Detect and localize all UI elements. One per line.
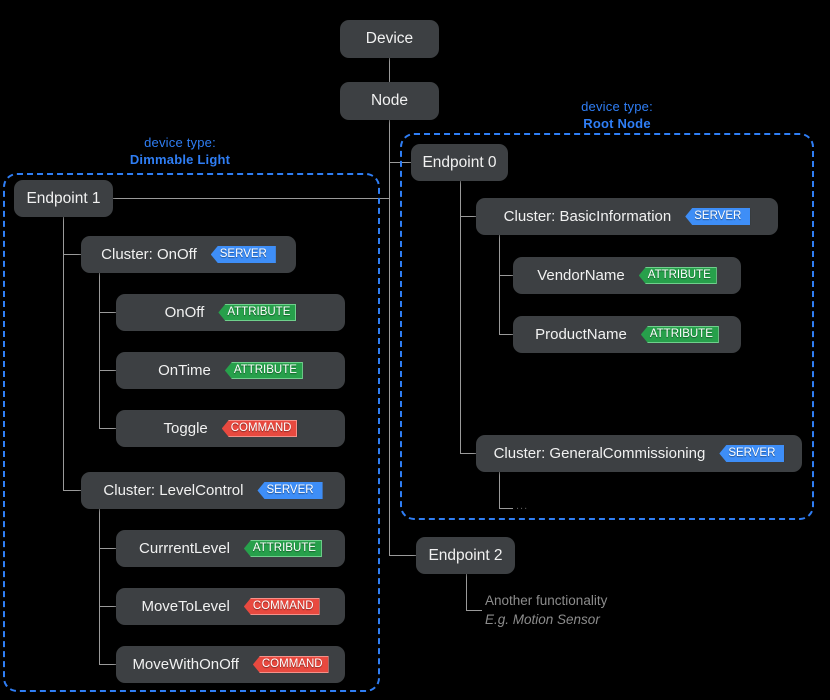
connector-ep1-onoff xyxy=(63,254,81,255)
group-label-line1: device type: xyxy=(581,99,653,114)
connector-ep2-note xyxy=(466,610,482,611)
badge-server: SERVER xyxy=(210,246,276,263)
node-cluster-generalcommissioning[interactable]: Cluster: GeneralCommissioning SERVER xyxy=(476,435,802,472)
connector-basicinfo-a2 xyxy=(499,334,513,335)
node-movewithonoff-command[interactable]: MoveWithOnOff COMMAND xyxy=(116,646,345,683)
connector-ep0-spine xyxy=(460,181,461,454)
connector-onoff-spine xyxy=(99,272,100,428)
badge-command: COMMAND xyxy=(243,598,320,615)
leaf-label: Toggle xyxy=(163,420,208,437)
group-label-dimmable-light: device type: Dimmable Light xyxy=(100,134,260,168)
node-productname-attribute[interactable]: ProductName ATTRIBUTE xyxy=(513,316,741,353)
badge-attribute: ATTRIBUTE xyxy=(243,540,322,557)
badge-attribute: ATTRIBUTE xyxy=(224,362,303,379)
node-toggle-command[interactable]: Toggle COMMAND xyxy=(116,410,345,447)
connector-onoff-a1 xyxy=(99,312,116,313)
cluster-onoff-label: Cluster: OnOff xyxy=(101,246,197,263)
leaf-label: MoveWithOnOff xyxy=(132,656,239,673)
badge-server: SERVER xyxy=(685,208,751,225)
connector-level-c2 xyxy=(99,664,116,665)
group-root-node xyxy=(400,133,814,520)
node-node[interactable]: Node xyxy=(340,82,439,120)
connector-gencomm-more xyxy=(499,508,513,509)
connector-device-node xyxy=(389,58,390,82)
leaf-label: OnOff xyxy=(164,304,205,321)
connector-basicinfo-a1 xyxy=(499,275,513,276)
cluster-basicinformation-label: Cluster: BasicInformation xyxy=(503,208,672,225)
connector-ep0-gencomm xyxy=(460,453,476,454)
connector-level-spine xyxy=(99,508,100,664)
badge-attribute: ATTRIBUTE xyxy=(218,304,297,321)
group-label-root-node: device type: Root Node xyxy=(537,98,697,132)
connector-onoff-c1 xyxy=(99,428,116,429)
badge-attribute: ATTRIBUTE xyxy=(638,267,717,284)
leaf-label: ProductName xyxy=(535,326,627,343)
group-label-line2: Root Node xyxy=(583,116,651,131)
group-label-line2: Dimmable Light xyxy=(129,152,231,167)
node-cluster-basicinformation[interactable]: Cluster: BasicInformation SERVER xyxy=(476,198,778,235)
node-endpoint-1[interactable]: Endpoint 1 xyxy=(14,180,113,217)
node-endpoint-2[interactable]: Endpoint 2 xyxy=(416,537,515,574)
badge-command: COMMAND xyxy=(252,656,329,673)
connector-level-c1 xyxy=(99,606,116,607)
group-dimmable-light xyxy=(3,173,380,692)
node-node-label: Node xyxy=(370,92,409,109)
leaf-label: CurrrentLevel xyxy=(139,540,230,557)
badge-server: SERVER xyxy=(257,482,323,499)
node-vendorname-attribute[interactable]: VendorName ATTRIBUTE xyxy=(513,257,741,294)
badge-server: SERVER xyxy=(719,445,785,462)
connector-ep1-levelctrl xyxy=(63,490,81,491)
node-device[interactable]: Device xyxy=(340,20,439,58)
connector-ep1-spine xyxy=(63,216,64,491)
connector-gencomm-spine xyxy=(499,471,500,508)
badge-command: COMMAND xyxy=(221,420,298,437)
endpoint-1-label: Endpoint 1 xyxy=(26,189,101,207)
connector-trunk-ep2 xyxy=(389,555,416,556)
node-currentlevel-attribute[interactable]: CurrrentLevel ATTRIBUTE xyxy=(116,530,345,567)
cluster-levelcontrol-label: Cluster: LevelControl xyxy=(103,482,244,499)
endpoint-2-annotation-line1: Another functionality xyxy=(485,593,608,608)
generalcommissioning-more-ellipsis: ... xyxy=(516,500,529,512)
connector-level-a1 xyxy=(99,548,116,549)
node-cluster-onoff[interactable]: Cluster: OnOff SERVER xyxy=(81,236,296,273)
connector-basicinfo-spine xyxy=(499,234,500,334)
connector-onoff-a2 xyxy=(99,370,116,371)
connector-ep2-spine xyxy=(466,573,467,610)
leaf-label: OnTime xyxy=(158,362,211,379)
endpoint-2-annotation: Another functionality E.g. Motion Sensor xyxy=(485,591,607,629)
connector-trunk-ep1 xyxy=(113,198,390,199)
leaf-label: MoveToLevel xyxy=(141,598,230,615)
connector-ep0-basicinfo xyxy=(460,216,476,217)
node-endpoint-0[interactable]: Endpoint 0 xyxy=(411,144,508,181)
node-device-label: Device xyxy=(365,30,414,47)
leaf-label: VendorName xyxy=(537,267,625,284)
connector-node-trunk xyxy=(389,120,390,556)
node-onoff-attribute[interactable]: OnOff ATTRIBUTE xyxy=(116,294,345,331)
node-movetolevel-command[interactable]: MoveToLevel COMMAND xyxy=(116,588,345,625)
node-ontime-attribute[interactable]: OnTime ATTRIBUTE xyxy=(116,352,345,389)
endpoint-0-label: Endpoint 0 xyxy=(422,153,497,171)
badge-attribute: ATTRIBUTE xyxy=(640,326,719,343)
node-cluster-levelcontrol[interactable]: Cluster: LevelControl SERVER xyxy=(81,472,345,509)
endpoint-2-annotation-line2: E.g. Motion Sensor xyxy=(485,612,600,627)
endpoint-2-label: Endpoint 2 xyxy=(428,546,503,564)
group-label-line1: device type: xyxy=(144,135,216,150)
cluster-generalcommissioning-label: Cluster: GeneralCommissioning xyxy=(493,445,706,462)
